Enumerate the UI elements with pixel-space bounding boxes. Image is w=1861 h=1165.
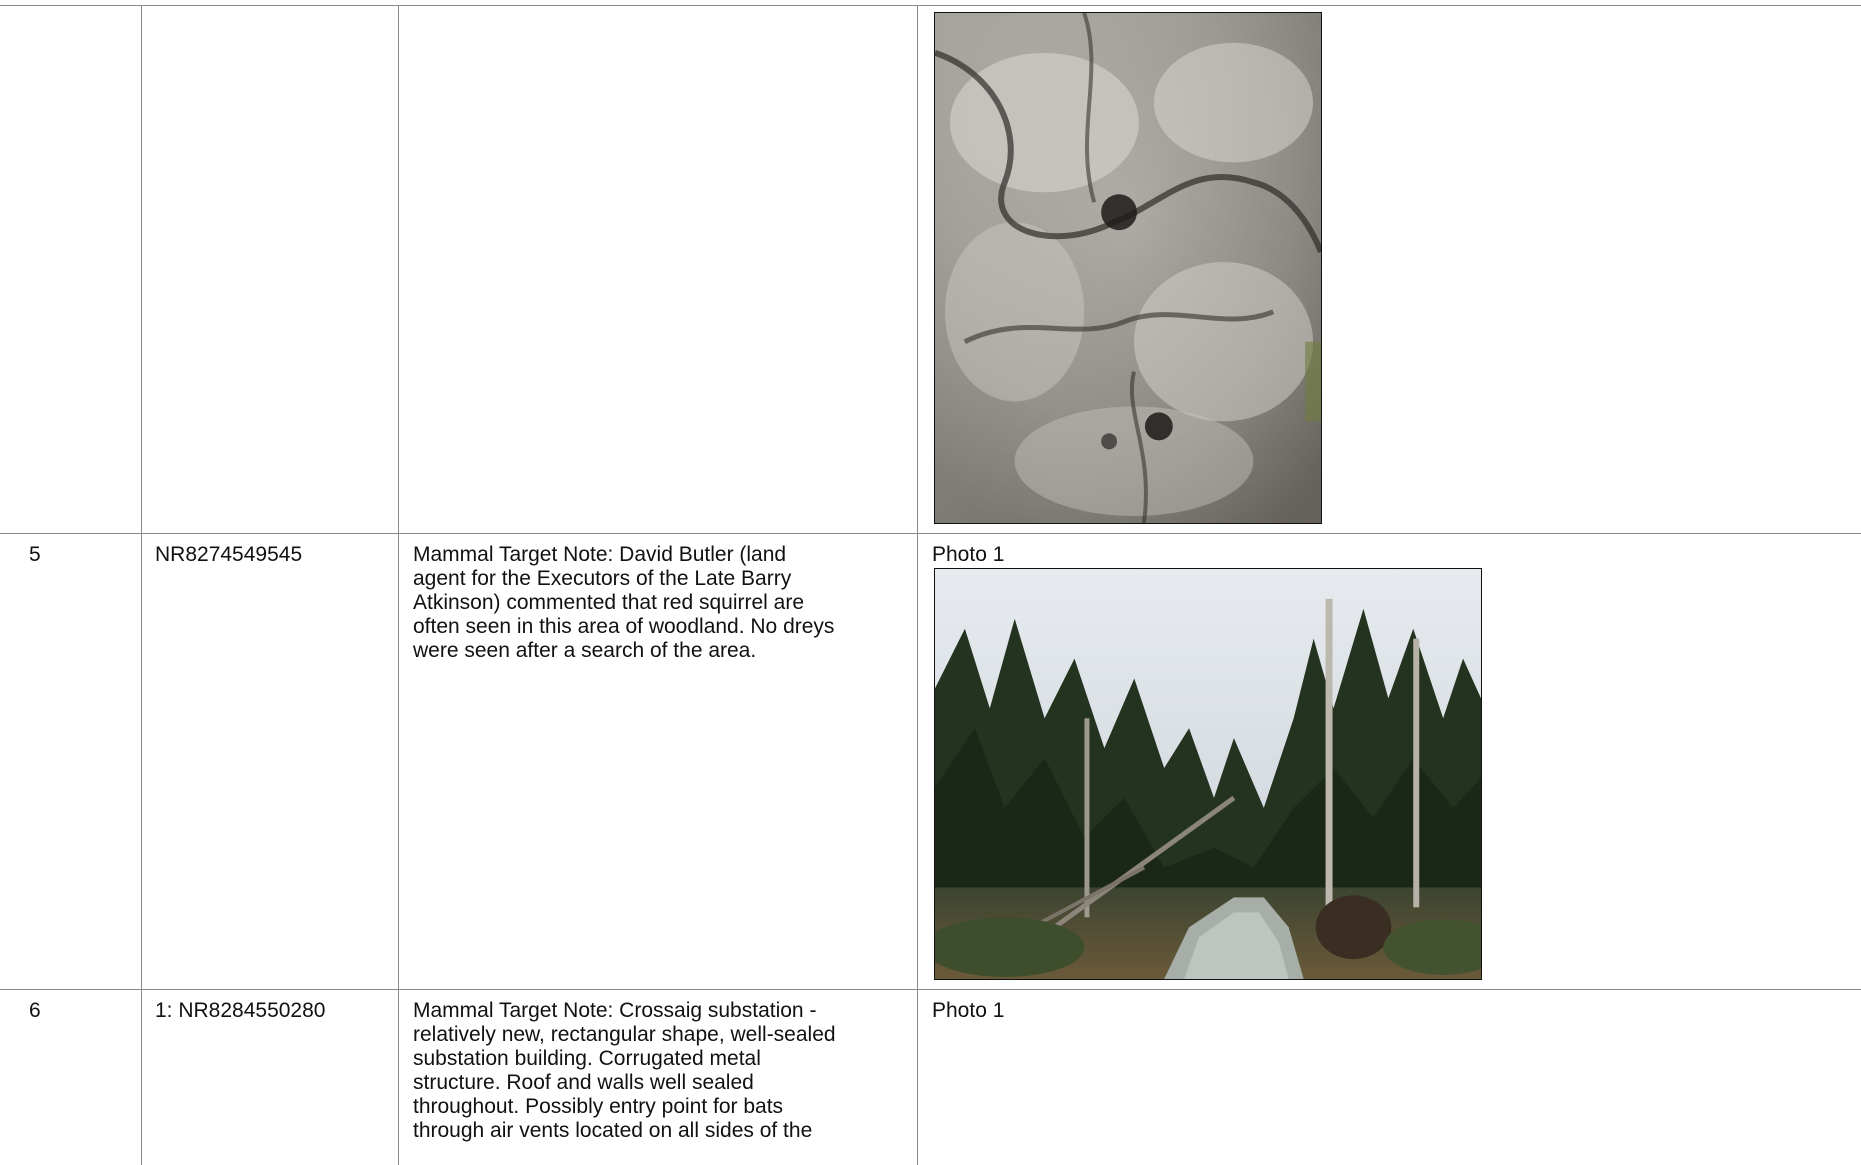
table-column-divider — [917, 5, 918, 1165]
table-column-divider — [398, 5, 399, 1165]
target-note: Mammal Target Note: David Butler (land a… — [413, 543, 835, 662]
table-top-rule — [0, 5, 1861, 6]
table-column-divider — [141, 5, 142, 1165]
row-number: 6 — [29, 999, 41, 1022]
photo-caption: Photo 1 — [932, 543, 1005, 566]
lichen-rock-photo — [934, 12, 1322, 524]
grid-reference: 1: NR8284550280 — [155, 999, 326, 1022]
grid-reference: NR8274549545 — [155, 543, 303, 566]
row-number: 5 — [29, 543, 41, 566]
lichen-rock-image — [935, 13, 1321, 523]
woodland-track-image — [935, 569, 1481, 979]
table-row-divider — [0, 533, 1861, 534]
table-row-divider — [0, 989, 1861, 990]
target-note: Mammal Target Note: Crossaig substation … — [413, 999, 836, 1142]
photo-caption: Photo 1 — [932, 999, 1005, 1022]
woodland-track-photo — [934, 568, 1482, 980]
